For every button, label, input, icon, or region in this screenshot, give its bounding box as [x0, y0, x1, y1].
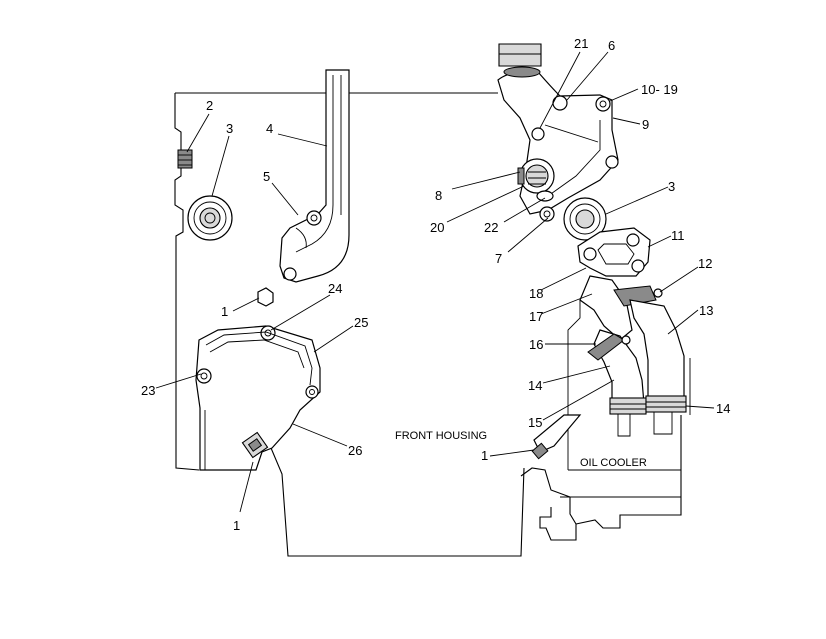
- callout-16: 16: [529, 337, 543, 352]
- callout-14-left: 14: [528, 378, 542, 393]
- callout-3-left: 3: [226, 121, 233, 136]
- callout-7: 7: [495, 251, 502, 266]
- oil-cooler-tube-part-11: [531, 227, 691, 460]
- callout-8: 8: [435, 188, 442, 203]
- caption-oil-cooler: OIL COOLER: [580, 457, 647, 469]
- callout-1-hex: 1: [221, 304, 228, 319]
- coolant-tube-part-4: [279, 69, 350, 283]
- callout-3-right: 3: [668, 179, 675, 194]
- callout-18: 18: [529, 286, 543, 301]
- callout-11: 11: [671, 228, 685, 243]
- thermostat-part-20: [517, 158, 555, 202]
- plug-part-1-hex: [257, 287, 274, 307]
- water-outlet-housing-part-26: [195, 325, 321, 471]
- callout-22: 22: [484, 220, 498, 235]
- callout-23: 23: [141, 383, 155, 398]
- callout-15: 15: [528, 415, 542, 430]
- callout-labels: 2 3 4 5 1 24 25 23 26 1 21 6 10- 19 9 8 …: [141, 36, 730, 533]
- callout-12: 12: [698, 256, 712, 271]
- callout-6: 6: [608, 38, 615, 53]
- seal-part-3-right: [563, 197, 607, 241]
- callout-2: 2: [206, 98, 213, 113]
- callout-1-lower-left: 1: [233, 518, 240, 533]
- callout-26: 26: [348, 443, 362, 458]
- callout-13: 13: [699, 303, 713, 318]
- caption-front-housing: FRONT HOUSING: [395, 430, 487, 442]
- callout-5: 5: [263, 169, 270, 184]
- leader-lines: [155, 51, 715, 513]
- callout-4: 4: [266, 121, 273, 136]
- callout-17: 17: [529, 309, 543, 324]
- callout-25: 25: [354, 315, 368, 330]
- callout-24: 24: [328, 281, 342, 296]
- callout-10-19: 10- 19: [641, 82, 678, 97]
- callout-1-right: 1: [481, 448, 488, 463]
- seal-part-3-left: [187, 195, 233, 241]
- callout-21: 21: [574, 36, 588, 51]
- thermostat-housing-part-6: [497, 43, 619, 222]
- callout-14-right: 14: [716, 401, 730, 416]
- front-housing-outline: [174, 92, 682, 557]
- callout-20: 20: [430, 220, 444, 235]
- plug-part-2: [177, 149, 193, 169]
- callout-9: 9: [642, 117, 649, 132]
